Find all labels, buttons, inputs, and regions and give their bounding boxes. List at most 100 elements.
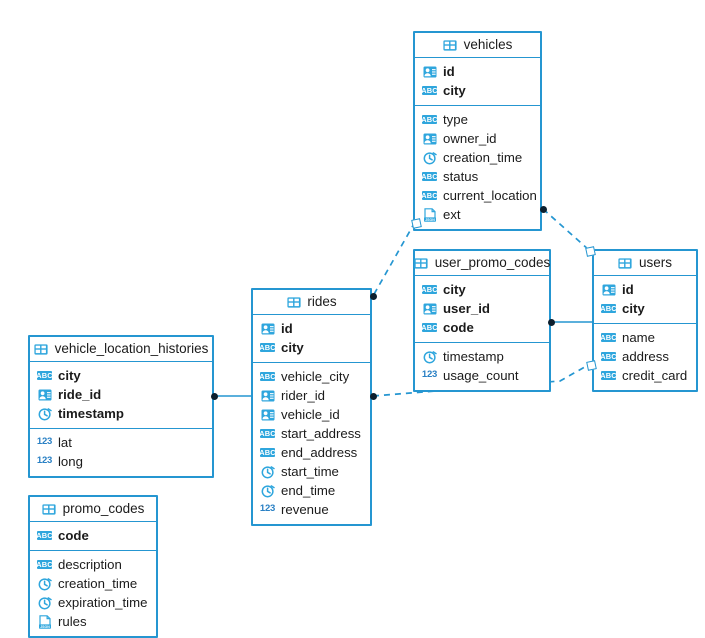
attribute-field-start_time[interactable]: start_time [253,462,370,481]
entity-header-vehicles[interactable]: vehicles [415,33,540,58]
abc-type-label: ABC [36,370,53,380]
entity-header-vehicle_location_histories[interactable]: vehicle_location_histories [30,337,212,362]
field-name: owner_id [443,130,497,146]
abc-type-label: ABC [600,332,617,342]
field-name: lat [58,434,72,450]
clock-icon [260,484,275,498]
abc-type-label: ABC [36,559,53,569]
abc-type-icon: ABC [600,302,617,316]
primary-key-field-ride_id[interactable]: ride_id [30,385,212,404]
primary-key-field-user_id[interactable]: user_id [415,299,549,318]
abc-type-label: ABC [421,190,438,200]
abc-type-icon: ABC [259,446,276,460]
primary-key-field-city[interactable]: ABC city [30,366,212,385]
attribute-field-expiration_time[interactable]: expiration_time [30,593,156,612]
abc-type-label: ABC [600,370,617,380]
abc-type-label: ABC [600,303,617,313]
field-name: credit_card [622,367,688,383]
attribute-field-revenue[interactable]: 123 revenue [253,500,370,519]
attribute-field-end_time[interactable]: end_time [253,481,370,500]
primary-key-field-id[interactable]: id [594,280,696,299]
entity-title: promo_codes [62,501,145,517]
field-name: city [443,82,466,98]
json-icon: JSON [37,614,52,629]
field-name: description [58,556,122,572]
field-name: rules [58,613,87,629]
field-name: city [281,339,304,355]
field-name: code [443,319,474,335]
abc-type-label: ABC [421,114,438,124]
abc-type-icon: ABC [36,369,53,383]
relationship-line-vehicles-to-users [542,208,590,251]
svg-text:JSON: JSON [40,624,50,628]
key-id-icon [37,388,52,402]
table-icon [34,342,49,356]
primary-key-field-timestamp[interactable]: timestamp [30,404,212,423]
attribute-field-description[interactable]: ABC description [30,555,156,574]
entity-header-promo_codes[interactable]: promo_codes [30,497,156,522]
primary-key-field-id[interactable]: id [253,319,370,338]
abc-type-icon: ABC [259,341,276,355]
field-name: end_address [281,444,358,460]
attribute-field-vehicle_id[interactable]: vehicle_id [253,405,370,424]
field-name: start_time [281,463,339,479]
source-marker-dot-user_promo_codes-to-users [547,318,555,326]
abc-type-label: ABC [600,351,617,361]
entity-header-rides[interactable]: rides [253,290,370,315]
number-type-icon: 123 [422,369,437,383]
field-name: ride_id [58,386,102,402]
table-icon [443,38,458,52]
attribute-field-credit_card[interactable]: ABC credit_card [594,366,696,385]
entity-header-user_promo_codes[interactable]: user_promo_codes [414,251,550,276]
clock-icon [37,577,52,591]
attribute-field-rules[interactable]: JSON rules [30,612,156,631]
number-type-label: 123 [259,502,276,514]
attribute-field-creation_time[interactable]: creation_time [30,574,156,593]
attribute-field-owner_id[interactable]: owner_id [415,129,540,148]
abc-type-label: ABC [421,171,438,181]
attribute-field-end_address[interactable]: ABC end_address [253,443,370,462]
primary-key-field-city[interactable]: ABC city [253,338,370,357]
attribute-field-timestamp[interactable]: timestamp [415,347,549,366]
attribute-field-creation_time[interactable]: creation_time [415,148,540,167]
field-name: city [58,367,81,383]
entity-header-users[interactable]: users [594,251,696,276]
source-marker-dot-vehicle_location_histories-to-rides [210,392,218,400]
field-name: id [281,320,293,336]
field-name: vehicle_city [281,368,350,384]
attribute-field-rider_id[interactable]: rider_id [253,386,370,405]
clock-icon [422,151,437,165]
number-type-icon: 123 [37,455,52,469]
primary-key-field-id[interactable]: id [415,62,540,81]
target-marker-square-rides-to-users [585,359,597,371]
field-name: revenue [281,501,329,517]
key-id-icon [422,65,437,79]
